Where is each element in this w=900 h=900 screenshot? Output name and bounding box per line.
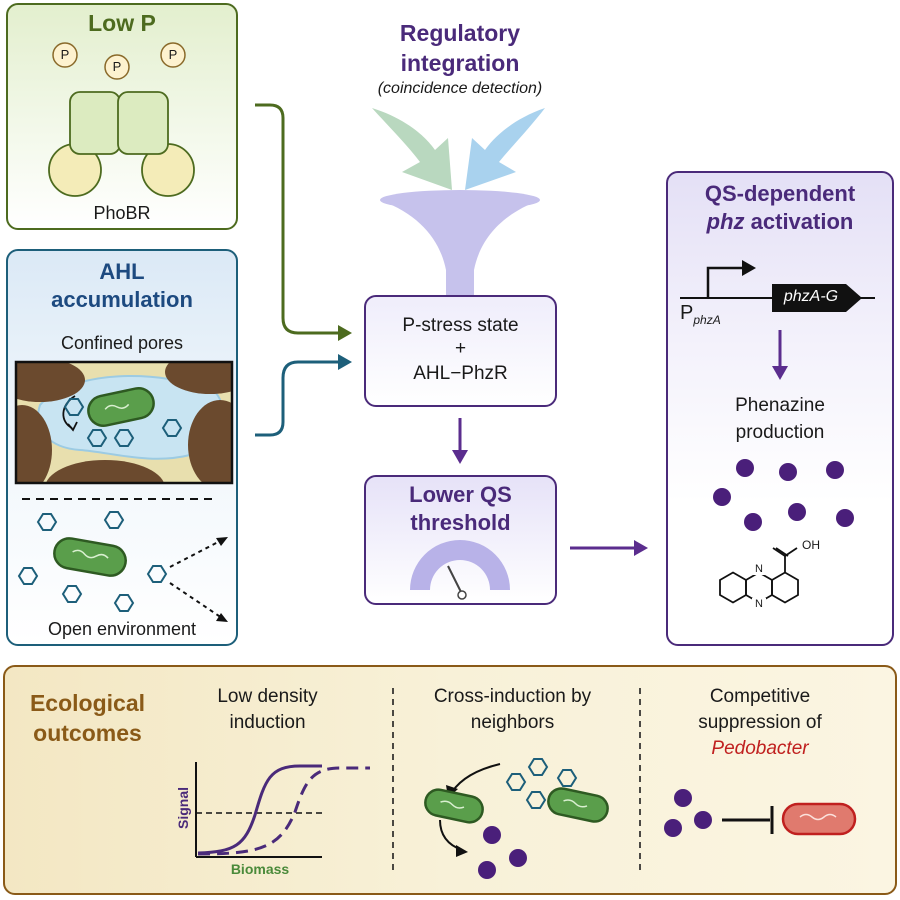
phenazine-structure-icon	[719, 547, 799, 604]
ring-n-bottom: N	[752, 598, 766, 610]
threshold-line1: Lower QS	[409, 482, 512, 507]
low-p-title: Low P	[88, 10, 156, 36]
threshold-line2: threshold	[410, 510, 511, 535]
qs-title-line1: QS-dependent	[704, 181, 856, 206]
blue-input-arrow	[465, 108, 545, 190]
regulatory-subtitle: (coincidence detection)	[377, 80, 543, 97]
confined-pores-label: Confined pores	[60, 333, 184, 353]
phosphate-icons	[52, 42, 186, 80]
suppression-scene	[664, 789, 857, 837]
col3-line2: suppression of	[698, 712, 822, 733]
gene-label: phzA-G	[783, 288, 839, 305]
phobr-label: PhoBR	[93, 203, 151, 223]
qs-panel	[666, 171, 894, 646]
induction-plot	[195, 762, 370, 858]
ahl-molecule-icons-confined	[63, 398, 183, 447]
green-input-arrow	[372, 108, 452, 190]
phenazine-line2: production	[735, 422, 825, 443]
phosphate-label-2: P	[112, 59, 122, 74]
promoter-sub: phzA	[693, 313, 721, 327]
ring-n-top: N	[752, 563, 766, 575]
outcomes-title-line2: outcomes	[33, 720, 142, 746]
qs-title-activation: activation	[744, 209, 854, 234]
blue-connector-arrow	[255, 360, 340, 437]
regulatory-title-line1: Regulatory	[399, 20, 521, 46]
qs-title-phz: phz	[706, 209, 745, 234]
phosphate-label-3: P	[168, 47, 178, 62]
cross-induction-scene	[424, 758, 609, 879]
col3-line1: Competitive	[709, 686, 811, 707]
col2-line2: neighbors	[470, 712, 555, 733]
col3-line3-pedobacter: Pedobacter	[711, 738, 809, 759]
col1-line2: induction	[229, 712, 306, 733]
outcomes-title-line1: Ecological	[29, 690, 146, 716]
qs-title-line2: phz activation	[666, 209, 894, 235]
integration-line1: P-stress state	[402, 315, 519, 336]
col1-line1: Low density	[217, 686, 318, 707]
gauge-icon	[410, 540, 510, 600]
phosphate-label-1: P	[60, 47, 70, 62]
outcomes-panel	[3, 665, 897, 895]
ahl-title-line1: AHL	[99, 259, 145, 284]
gene-phza-g-icon	[772, 284, 862, 312]
phenazine-molecule-icons	[713, 459, 854, 531]
funnel-icon	[380, 190, 540, 295]
promoter-label: PphzA	[680, 302, 740, 327]
col2-line1: Cross-induction by	[433, 686, 592, 707]
green-connector-arrow	[255, 103, 340, 335]
plot-ylabel: Signal	[175, 787, 191, 830]
threshold-box	[364, 475, 557, 605]
integration-plus: +	[454, 338, 467, 359]
diffusion-arrows	[169, 539, 223, 619]
promoter-p: P	[680, 302, 694, 324]
cooh-label: OH	[802, 538, 820, 552]
phobr-receptor-icon	[48, 91, 195, 197]
ahl-title-line2: accumulation	[51, 287, 193, 312]
integration-line2: AHL−PhzR	[413, 363, 508, 384]
ahl-molecule-icons-open	[17, 511, 168, 612]
plot-xlabel: Biomass	[230, 861, 290, 877]
bacterium-open-icon	[53, 537, 127, 577]
regulatory-title-line2: integration	[400, 50, 520, 76]
open-environment-label: Open environment	[47, 619, 197, 639]
phenazine-line1: Phenazine	[735, 395, 825, 416]
confined-pores-scene	[16, 362, 232, 483]
integration-box	[364, 295, 557, 407]
column-dividers	[392, 688, 641, 875]
